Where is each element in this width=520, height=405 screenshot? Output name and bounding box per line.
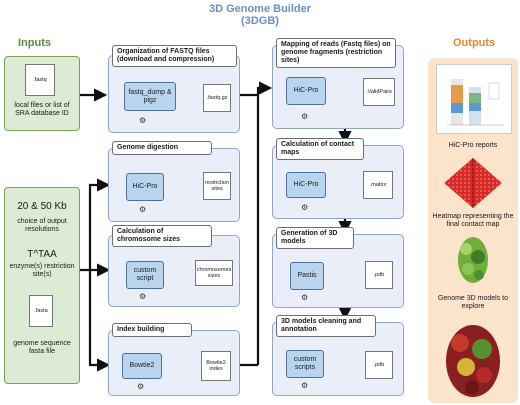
bowtie2-index-label: Bowtie2 index xyxy=(206,360,226,372)
sizes-step-panel: Calculation of chromosome sizes custom s… xyxy=(108,225,240,307)
chromosome-sizes-label: chromosomes sizes xyxy=(196,267,232,279)
pdb-clean-document-icon: .pdb xyxy=(365,349,397,379)
organization-tool: fastq_dump & pigz xyxy=(124,82,176,111)
matrix-label: .matrix xyxy=(369,182,387,188)
enzyme-value: T^TAA xyxy=(27,249,57,260)
fastq-file-label: .fastq xyxy=(33,77,47,83)
report-chart-image xyxy=(447,79,503,126)
fastq-gz-label: .fastq.gz xyxy=(206,95,228,101)
outputs-title: Outputs xyxy=(453,37,496,49)
fasta-file-label: .fasta xyxy=(34,308,48,314)
fasta-document-icon: .fasta xyxy=(29,295,53,327)
gear-icon: ⚙ xyxy=(301,293,309,302)
pdb-label: .pdb xyxy=(373,272,385,278)
index-step-panel: Index building Bowtie2 Bowtie2 index ⚙ xyxy=(108,323,240,396)
contact-step-panel: Calculation of contact maps HiC-Pro .mat… xyxy=(272,138,404,219)
contact-step-title: Calculation of contact maps xyxy=(276,138,364,160)
sizes-tool: custom script xyxy=(126,261,164,289)
gear-icon: ⚙ xyxy=(139,292,147,301)
chromosome-sizes-document-icon: chromosomes sizes xyxy=(195,258,237,286)
gear-icon: ⚙ xyxy=(139,116,147,125)
fasta-caption: genome sequence fasta file xyxy=(13,340,71,355)
mapping-step-title: Mapping of reads (Fastq files) on genome… xyxy=(276,38,396,68)
models-step-title: Generation of 3D models xyxy=(276,227,354,249)
heatmap-image xyxy=(444,158,502,208)
restriction-sites-label: restriction sites xyxy=(205,180,229,192)
digestion-step-title: Genome digestion xyxy=(112,141,212,155)
fastq-input-panel: .fastq local files or list of SRA databa… xyxy=(4,56,80,131)
report-thumbnail xyxy=(436,64,512,134)
fastq-caption: local files or list of SRA database ID xyxy=(14,102,70,117)
models-caption: Genome 3D models to explore xyxy=(437,295,509,310)
red-3d-model-image xyxy=(442,323,504,399)
diagram-title: 3D Genome Builder xyxy=(208,3,312,15)
outputs-panel: HiC-Pro reports Heatmap representing the… xyxy=(428,58,518,403)
gear-icon: ⚙ xyxy=(139,205,147,214)
gear-icon: ⚙ xyxy=(301,112,309,121)
gear-icon: ⚙ xyxy=(301,381,309,390)
pdb-clean-label: .pdb xyxy=(373,362,385,368)
genome-input-panel: 20 & 50 Kb choice of output resolutions … xyxy=(4,187,80,384)
matrix-document-icon: .matrix xyxy=(363,169,397,199)
mapping-step-panel: Mapping of reads (Fastq files) on genome… xyxy=(272,38,404,129)
fastq-document-icon: .fastq xyxy=(25,64,55,96)
models-tool: Pastis xyxy=(290,262,324,290)
bowtie2-index-document-icon: Bowtie2 index xyxy=(201,349,235,381)
gear-icon: ⚙ xyxy=(301,203,309,212)
restriction-sites-document-icon: restriction sites xyxy=(203,170,235,200)
fastq-gz-document-icon: .fastq.gz xyxy=(203,82,235,112)
enzyme-caption: enzyme(s) restriction site(s) xyxy=(9,263,75,278)
index-tool: Bowtie2 xyxy=(122,353,162,379)
pdb-document-icon: .pdb xyxy=(365,259,397,289)
green-3d-model-image xyxy=(454,235,492,285)
validpairs-document-icon: .ValidPairs xyxy=(363,76,399,106)
cleaning-step-panel: 3D models cleaning and annotation custom… xyxy=(272,315,404,396)
validpairs-label: .ValidPairs xyxy=(366,89,392,95)
digestion-step-panel: Genome digestion HiC-Pro restriction sit… xyxy=(108,141,240,222)
organization-step-title: Organization of FASTQ files (download an… xyxy=(112,45,237,67)
models-step-panel: Generation of 3D models Pastis .pdb ⚙ xyxy=(272,227,404,308)
resolutions-value: 20 & 50 Kb xyxy=(17,201,67,212)
sizes-step-title: Calculation of chromosome sizes xyxy=(112,225,212,247)
cleaning-step-title: 3D models cleaning and annotation xyxy=(276,315,376,337)
mapping-tool: HiC-Pro xyxy=(286,77,326,105)
contact-tool: HiC-Pro xyxy=(286,172,326,198)
index-step-title: Index building xyxy=(112,323,192,337)
resolutions-caption: choice of output resolutions xyxy=(17,218,67,233)
inputs-title: Inputs xyxy=(18,37,51,49)
gear-icon: ⚙ xyxy=(137,382,145,391)
cleaning-tool: custom scripts xyxy=(286,350,324,378)
heatmap-caption: Heatmap representing the final contact m… xyxy=(432,213,514,228)
digestion-tool: HiC-Pro xyxy=(126,173,164,201)
reports-caption: HiC-Pro reports xyxy=(448,142,498,149)
diagram-subtitle: (3DGB) xyxy=(241,15,279,27)
organization-step-panel: Organization of FASTQ files (download an… xyxy=(108,45,240,133)
